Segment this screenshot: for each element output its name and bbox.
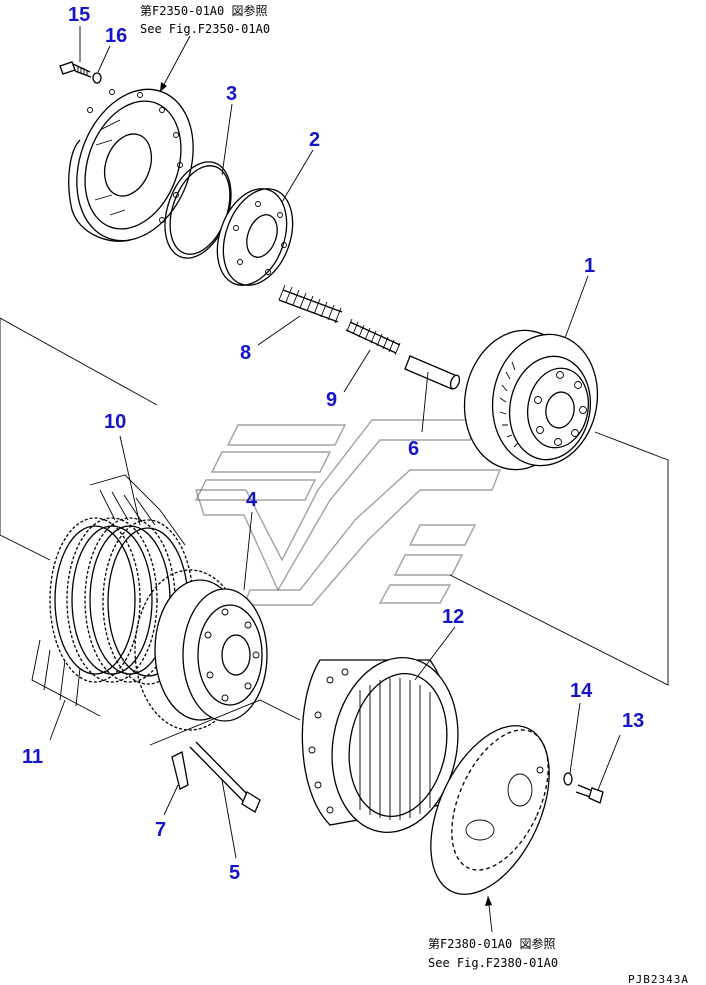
washer-part-16 bbox=[92, 72, 102, 84]
callout-5: 5 bbox=[229, 862, 240, 884]
bolt-part-13 bbox=[575, 784, 604, 804]
bottom-reference-ja: 第F2380-01A0 図参照 bbox=[428, 936, 555, 951]
callout-2: 2 bbox=[309, 129, 320, 151]
washer-part-14 bbox=[563, 772, 573, 786]
callout-10: 10 bbox=[104, 411, 126, 433]
leader-lines bbox=[49, 26, 621, 933]
assembly-lines bbox=[0, 317, 669, 746]
callout-15: 15 bbox=[68, 4, 90, 26]
piston-part-4 bbox=[134, 569, 268, 731]
hub-part-1 bbox=[463, 329, 599, 471]
callout-6: 6 bbox=[408, 438, 419, 460]
top-reference-en: See Fig.F2350-01A0 bbox=[140, 22, 270, 36]
plate-part-2 bbox=[216, 188, 294, 286]
housing-cover bbox=[68, 88, 194, 242]
callout-11: 11 bbox=[22, 746, 43, 768]
callout-9: 9 bbox=[326, 389, 337, 411]
callout-8: 8 bbox=[240, 342, 251, 364]
disc-stack-part-10-11 bbox=[31, 474, 194, 717]
bottom-reference-en: See Fig.F2380-01A0 bbox=[428, 956, 558, 970]
pin-part-6 bbox=[404, 355, 461, 390]
spring-part-8 bbox=[278, 284, 343, 324]
bolt-part-15 bbox=[59, 61, 92, 78]
bolt-part-5 bbox=[189, 741, 261, 813]
callout-1: 1 bbox=[584, 255, 595, 277]
callout-3: 3 bbox=[226, 83, 237, 105]
drum-part-12 bbox=[301, 657, 459, 833]
callout-4: 4 bbox=[246, 489, 258, 511]
callout-12: 12 bbox=[442, 606, 464, 628]
drawing-code: PJB2343A bbox=[628, 973, 689, 985]
callout-16: 16 bbox=[105, 25, 127, 47]
callout-13: 13 bbox=[622, 710, 644, 732]
callout-7: 7 bbox=[155, 819, 166, 841]
spring-part-9 bbox=[345, 318, 401, 356]
top-reference-ja: 第F2350-01A0 図参照 bbox=[140, 3, 267, 18]
end-cover bbox=[430, 725, 550, 895]
callout-14: 14 bbox=[570, 680, 593, 702]
lock-plate-part-7 bbox=[171, 751, 189, 790]
